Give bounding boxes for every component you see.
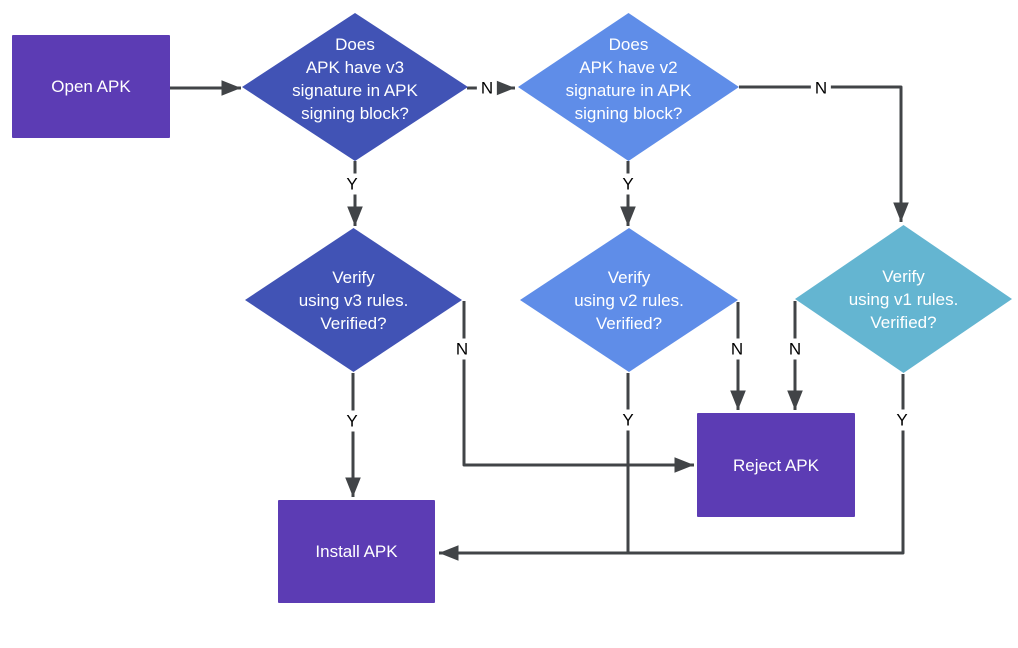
edge-label-qv2-no: N	[810, 77, 832, 99]
node-verify-v3-label: Verify using v3 rules. Verified?	[298, 267, 409, 333]
edge-label-qv3-no: N	[476, 77, 498, 99]
edge-qv2-no-to-verifyv1	[739, 85, 909, 222]
edge-label-verifyv3-no: N	[451, 338, 473, 360]
node-question-v2-label: Does APK have v2 signature in APK signin…	[565, 35, 692, 123]
edge-label-qv3-yes: Y	[342, 173, 362, 195]
node-reject-apk: Reject APK	[697, 413, 855, 517]
node-question-v3-label: Does APK have v3 signature in APK signin…	[292, 35, 418, 123]
edge-label-verifyv3-yes: Y	[342, 410, 362, 432]
node-reject-apk-label: Reject APK	[733, 455, 819, 475]
node-verify-v2-label: Verify using v2 rules. Verified?	[574, 267, 684, 333]
node-install-apk: Install APK	[278, 500, 435, 603]
edge-label-qv2-yes: Y	[618, 173, 638, 195]
node-verify-v1-label: Verify using v1 rules. Verified?	[848, 266, 959, 332]
edge-verifyv1-yes-to-install	[439, 374, 905, 561]
edge-label-verifyv1-yes: Y	[892, 409, 912, 431]
node-open-apk: Open APK	[12, 35, 170, 138]
edge-label-verifyv2-yes: Y	[618, 409, 638, 431]
node-install-apk-label: Install APK	[315, 542, 398, 561]
node-open-apk-label: Open APK	[51, 77, 131, 96]
edge-label-verifyv2-no: N	[726, 338, 748, 360]
edge-label-verifyv1-no: N	[784, 338, 806, 360]
